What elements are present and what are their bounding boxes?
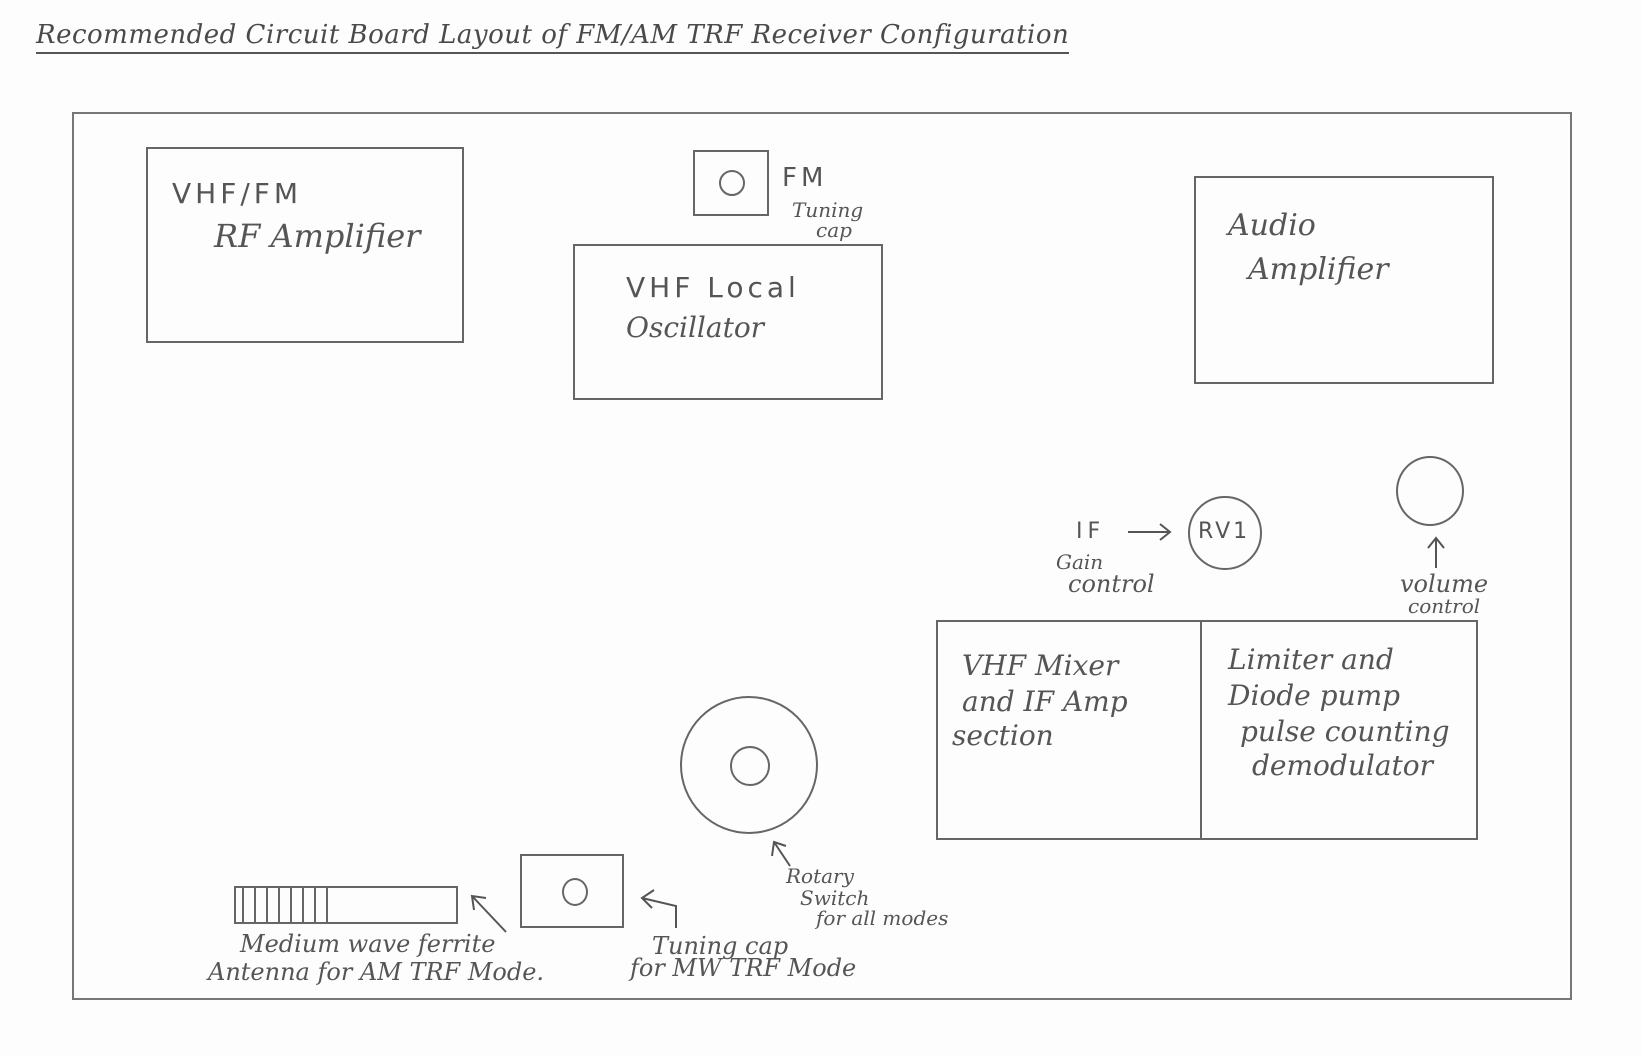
fm-cap-label: FM — [782, 163, 828, 193]
rotary-arrow — [771, 840, 791, 867]
circuit-board-outline — [72, 112, 1572, 1000]
mw-tuning-capacitor-shaft — [562, 878, 588, 906]
fm-tuning-capacitor-shaft — [719, 170, 745, 196]
limiter-demodulator-block — [1200, 620, 1478, 840]
vhf-rf-amplifier-block — [146, 147, 464, 343]
vhf-mixer-label-1: VHF Mixer — [962, 649, 1119, 682]
gain-label: Gain — [1056, 550, 1104, 574]
rotary-label-2: Switch — [800, 886, 870, 910]
page-title: Recommended Circuit Board Layout of FM/A… — [36, 20, 1070, 54]
rv1-potentiometer — [1188, 496, 1262, 570]
vhf-oscillator-label-1: VHF Local — [626, 271, 800, 304]
vhf-rf-amplifier-label-1: VHF/FM — [172, 177, 303, 210]
fm-cap-tuning-label: Tuning — [792, 198, 864, 222]
volume-arrow — [1427, 536, 1445, 568]
vhf-mixer-label-2: and IF Amp — [962, 685, 1128, 718]
rotary-switch-shaft — [730, 746, 770, 786]
rv1-label: RV1 — [1198, 519, 1251, 544]
limiter-label-2: Diode pump — [1228, 679, 1401, 712]
mw-tuning-capacitor — [520, 854, 624, 928]
vhf-mixer-label-3: section — [952, 719, 1054, 752]
mw-cap-label-2: for MW TRF Mode — [630, 954, 857, 982]
vhf-local-oscillator-block — [573, 244, 883, 400]
audio-amplifier-block — [1194, 176, 1494, 384]
mw-cap-label-1: Tuning cap — [652, 932, 789, 960]
rotary-switch — [680, 696, 818, 834]
audio-amplifier-label-2: Amplifier — [1248, 252, 1389, 287]
if-label: IF — [1076, 519, 1106, 544]
mw-cap-arrow — [640, 889, 677, 928]
gain-control-label: control — [1068, 570, 1155, 598]
limiter-label-4: demodulator — [1252, 749, 1434, 782]
vhf-rf-amplifier-label-2: RF Amplifier — [214, 217, 421, 255]
if-to-rv1-arrow — [1128, 523, 1172, 541]
ferrite-antenna — [234, 886, 458, 924]
audio-amplifier-label-1: Audio — [1228, 208, 1316, 243]
rotary-label-3: for all modes — [816, 906, 949, 930]
ferrite-arrow — [470, 894, 507, 933]
fm-cap-cap-label: cap — [816, 218, 852, 242]
ferrite-label-1: Medium wave ferrite — [240, 930, 496, 958]
limiter-label-1: Limiter and — [1228, 643, 1394, 676]
volume-control-potentiometer — [1396, 456, 1464, 526]
vhf-oscillator-label-2: Oscillator — [626, 311, 765, 344]
ferrite-coil-windings — [242, 888, 338, 922]
fm-tuning-capacitor — [693, 150, 769, 216]
limiter-label-3: pulse counting — [1240, 715, 1450, 748]
rotary-label-1: Rotary — [786, 864, 854, 888]
volume-control-label: control — [1408, 594, 1481, 618]
ferrite-label-2: Antenna for AM TRF Mode. — [208, 958, 545, 986]
volume-label: volume — [1400, 570, 1489, 598]
